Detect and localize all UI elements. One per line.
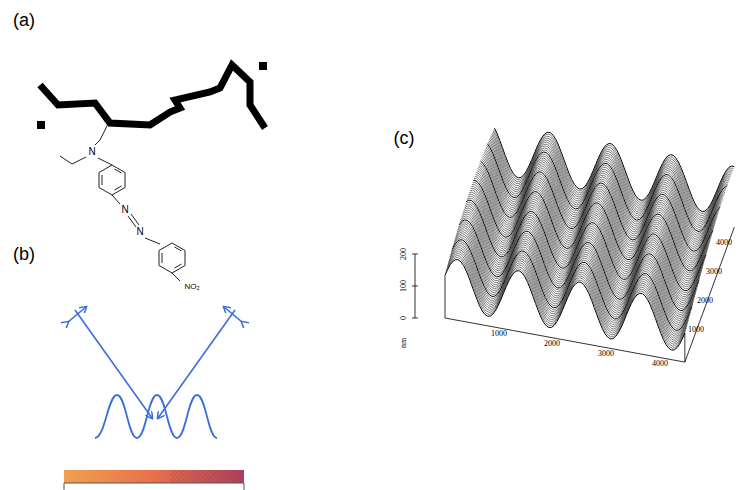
axis-unit: nm: [400, 338, 408, 348]
axis-tick-label: 200: [400, 248, 408, 260]
axis-tick-label: 3000: [706, 268, 722, 276]
substrate: [64, 483, 244, 490]
panel-label: (c): [394, 129, 415, 147]
polymer-chain: [40, 65, 265, 128]
axis-tick-label: 4000: [652, 360, 668, 368]
intensity-wave: [95, 395, 217, 438]
scan-line: [445, 260, 685, 350]
chain-end: [259, 62, 267, 70]
surface-fill: [445, 260, 685, 363]
axis-tick-label: 4000: [716, 239, 732, 247]
axis-tick-label: 1000: [688, 326, 704, 334]
atom-label: N: [87, 147, 96, 157]
plot-edge: [685, 227, 735, 362]
panel-label: (b): [13, 245, 35, 263]
plot-edge: [684, 333, 685, 362]
axis-tick-label: 2000: [544, 340, 560, 348]
laser-beams: [68, 307, 242, 438]
axis-ticks: [412, 254, 418, 318]
chain-end: [37, 121, 45, 129]
atom-label: N: [120, 205, 129, 215]
axis-tick-label: 2000: [697, 297, 713, 305]
group-label: NO₂: [183, 283, 200, 291]
axis-tick-label: 100: [400, 280, 408, 292]
atom-label: N: [135, 227, 144, 237]
azo-molecule: [60, 124, 185, 281]
plot-edge: [445, 318, 685, 362]
axis-tick-label: 3000: [598, 350, 614, 358]
axis-tick-label: 1000: [491, 330, 507, 338]
plot-edge: [445, 275, 446, 318]
film-grating: [170, 470, 244, 483]
panel-label: (a): [13, 11, 35, 29]
polymer-film: [64, 470, 244, 483]
axis-tick-label: 0: [400, 316, 408, 320]
afm-surface: [445, 128, 734, 362]
